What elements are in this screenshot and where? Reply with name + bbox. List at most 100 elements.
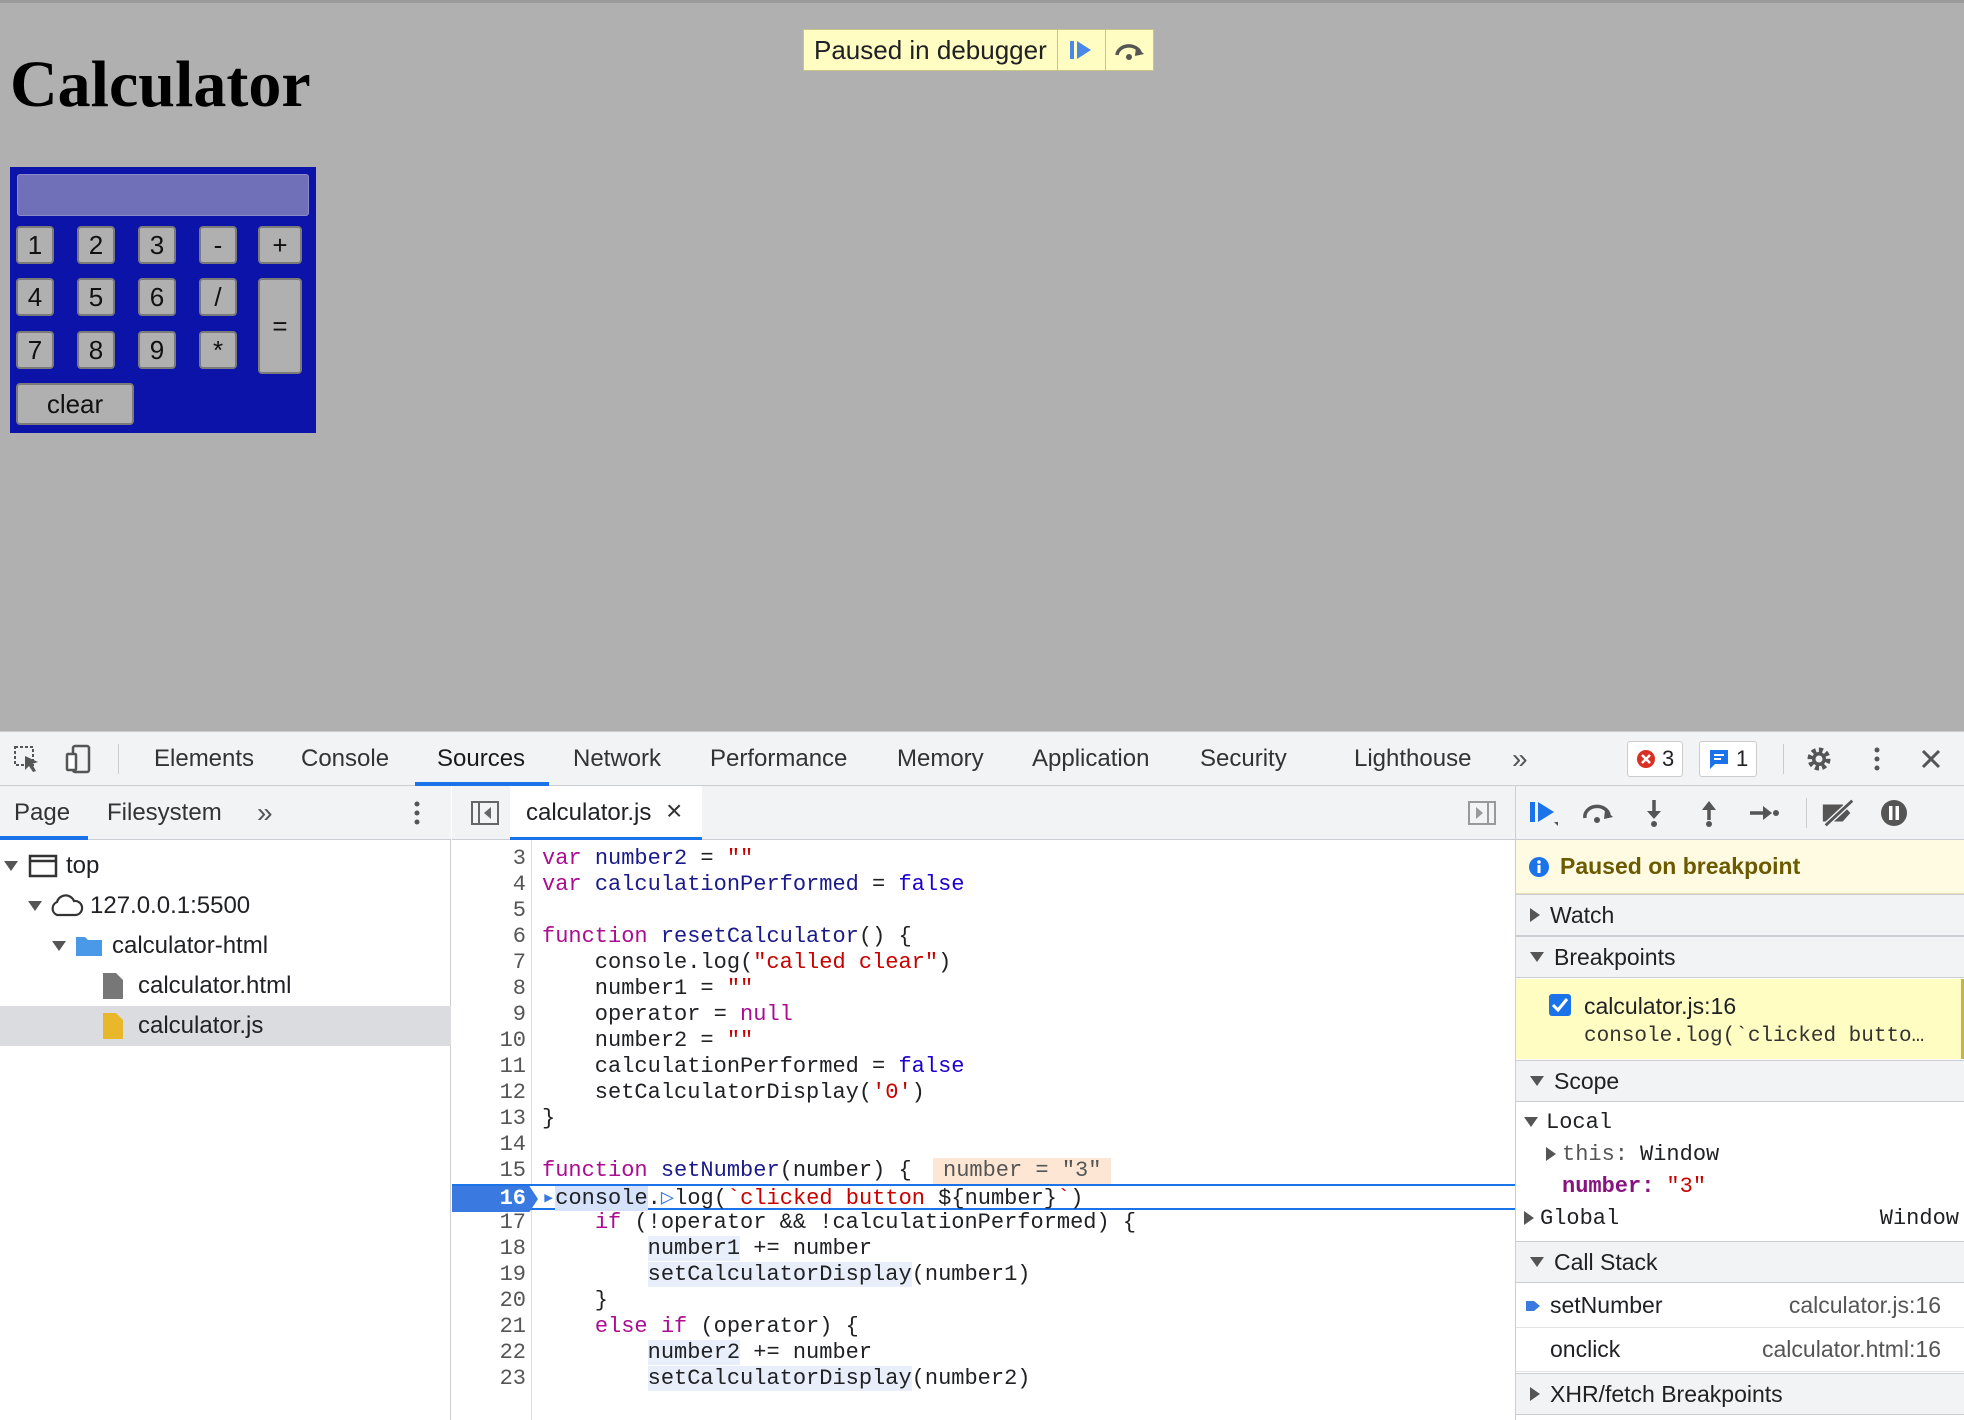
info-icon xyxy=(1529,856,1549,877)
step-button[interactable] xyxy=(1746,796,1782,830)
toolbar-divider xyxy=(1783,744,1784,774)
step-over-button[interactable] xyxy=(1580,796,1616,830)
calc-button-multiply[interactable]: * xyxy=(199,331,237,369)
inline-variable-value: number = "3" xyxy=(933,1158,1112,1184)
step-over-button[interactable] xyxy=(1104,30,1153,70)
editor-file-tab[interactable]: calculator.js × xyxy=(510,786,702,840)
nav-tab-filesystem[interactable]: Filesystem xyxy=(107,799,222,826)
calculator-display[interactable] xyxy=(17,174,309,216)
inspect-element-icon[interactable] xyxy=(10,742,44,776)
devtools-panel: Elements Console Sources Network Perform… xyxy=(0,731,1964,1420)
calc-button-1[interactable]: 1 xyxy=(16,226,54,264)
code-line: 10 number2 = "" xyxy=(499,1028,754,1053)
device-toolbar-icon[interactable] xyxy=(62,742,96,776)
code-line: 14 xyxy=(499,1132,526,1157)
section-breakpoints[interactable]: Breakpoints xyxy=(1516,936,1964,978)
tree-item-origin[interactable]: 127.0.0.1:5500 xyxy=(0,886,451,926)
tab-application[interactable]: Application xyxy=(1032,745,1150,772)
tab-console[interactable]: Console xyxy=(301,745,390,772)
expanded-arrow-icon xyxy=(1530,1257,1544,1267)
message-count: 1 xyxy=(1736,746,1749,771)
tab-elements[interactable]: Elements xyxy=(154,745,255,772)
breakpoint-item[interactable]: calculator.js:16 console.log(`clicked bu… xyxy=(1516,979,1964,1059)
calc-button-8[interactable]: 8 xyxy=(77,331,115,369)
calc-button-7[interactable]: 7 xyxy=(16,331,54,369)
calc-button-plus[interactable]: + xyxy=(258,226,302,264)
calc-button-equals[interactable]: = xyxy=(258,278,302,374)
step-out-button[interactable] xyxy=(1691,796,1727,830)
resume-script-button[interactable] xyxy=(1526,796,1562,830)
toolbar-divider xyxy=(118,744,119,774)
code-line: 17 if (!operator && !calculationPerforme… xyxy=(499,1210,1137,1235)
paused-banner-text: Paused in debugger xyxy=(814,35,1047,65)
tab-lighthouse[interactable]: Lighthouse xyxy=(1354,745,1472,772)
tab-security[interactable]: Security xyxy=(1200,745,1287,772)
error-count-badge[interactable]: 3 xyxy=(1627,741,1684,777)
current-frame-arrow-icon xyxy=(1526,1300,1540,1311)
more-options-icon[interactable] xyxy=(1860,742,1894,776)
call-frame[interactable]: onclick calculator.html:16 xyxy=(1516,1328,1964,1372)
tab-performance[interactable]: Performance xyxy=(710,745,848,772)
scope-local[interactable]: Local xyxy=(1516,1106,1964,1138)
section-xhr-breakpoints[interactable]: XHR/fetch Breakpoints xyxy=(1516,1373,1964,1415)
more-nav-tabs-chevron-icon[interactable]: » xyxy=(257,797,273,828)
calc-button-4[interactable]: 4 xyxy=(16,278,54,316)
tree-item-calculator-html[interactable]: calculator.html xyxy=(0,966,451,1006)
file-icon xyxy=(103,973,123,999)
devtools-main-toolbar: Elements Console Sources Network Perform… xyxy=(0,732,1964,786)
navigator-tabbar: Page Filesystem » xyxy=(0,786,451,840)
tab-memory[interactable]: Memory xyxy=(897,745,984,772)
settings-gear-icon[interactable] xyxy=(1802,742,1836,776)
scope-label: Local xyxy=(1546,1109,1613,1135)
tree-item-top[interactable]: top xyxy=(0,846,451,886)
section-title: XHR/fetch Breakpoints xyxy=(1550,1380,1783,1407)
calc-button-6[interactable]: 6 xyxy=(138,278,176,316)
tab-sources[interactable]: Sources xyxy=(437,745,526,772)
more-tabs-chevron-icon[interactable]: » xyxy=(1512,743,1528,774)
deactivate-breakpoints-button[interactable] xyxy=(1820,796,1856,830)
section-call-stack[interactable]: Call Stack xyxy=(1516,1241,1964,1283)
calc-clear-button[interactable]: clear xyxy=(16,383,134,425)
pause-on-exceptions-button[interactable] xyxy=(1876,796,1912,830)
calc-button-5[interactable]: 5 xyxy=(77,278,115,316)
tab-network[interactable]: Network xyxy=(573,745,662,772)
code-line: 22 number2 += number xyxy=(499,1340,873,1365)
inspected-page: Calculator 1 2 3 - + 4 5 6 / = 7 8 9 * c… xyxy=(0,0,1964,731)
code-line: 21 else if (operator) { xyxy=(499,1314,859,1339)
resume-button[interactable] xyxy=(1056,30,1105,70)
call-frame[interactable]: setNumber calculator.js:16 xyxy=(1516,1284,1964,1328)
close-devtools-icon[interactable] xyxy=(1914,742,1948,776)
breakpoint-marker[interactable]: 16 xyxy=(452,1186,538,1212)
section-watch[interactable]: Watch xyxy=(1516,894,1964,936)
calc-button-2[interactable]: 2 xyxy=(77,226,115,264)
calc-button-9[interactable]: 9 xyxy=(138,331,176,369)
nav-active-indicator xyxy=(0,836,88,840)
step-out-icon xyxy=(1702,801,1716,827)
scope-value: Window xyxy=(1640,1141,1720,1167)
breakpoint-checkbox[interactable] xyxy=(1548,993,1572,1017)
close-tab-icon[interactable]: × xyxy=(666,795,683,826)
tree-item-calculator-js[interactable]: calculator.js xyxy=(0,1006,451,1046)
navigator-menu-icon[interactable] xyxy=(412,786,422,840)
section-scope[interactable]: Scope xyxy=(1516,1060,1964,1102)
nav-tab-page[interactable]: Page xyxy=(14,799,71,826)
toggle-navigator-icon[interactable] xyxy=(470,800,500,831)
tree-item-folder[interactable]: calculator-html xyxy=(0,926,451,966)
scope-this[interactable]: this: Window xyxy=(1516,1138,1964,1170)
calculator: 1 2 3 - + 4 5 6 / = 7 8 9 * clear xyxy=(10,167,316,433)
calc-button-divide[interactable]: / xyxy=(199,278,237,316)
calc-button-minus[interactable]: - xyxy=(199,226,237,264)
message-count-badge[interactable]: 1 xyxy=(1699,741,1758,777)
paused-in-debugger-banner: Paused in debugger xyxy=(803,29,1154,71)
scope-key: this: xyxy=(1562,1141,1629,1167)
step-into-button[interactable] xyxy=(1636,796,1672,830)
toggle-debugger-icon[interactable] xyxy=(1467,800,1497,831)
scope-number[interactable]: number:"3" xyxy=(1516,1170,1964,1202)
call-frame-location: calculator.js:16 xyxy=(1788,1292,1941,1318)
expand-arrow-icon xyxy=(52,941,66,951)
breakpoint-location: calculator.js:16 xyxy=(1584,993,1737,1019)
calc-button-3[interactable]: 3 xyxy=(138,226,176,264)
